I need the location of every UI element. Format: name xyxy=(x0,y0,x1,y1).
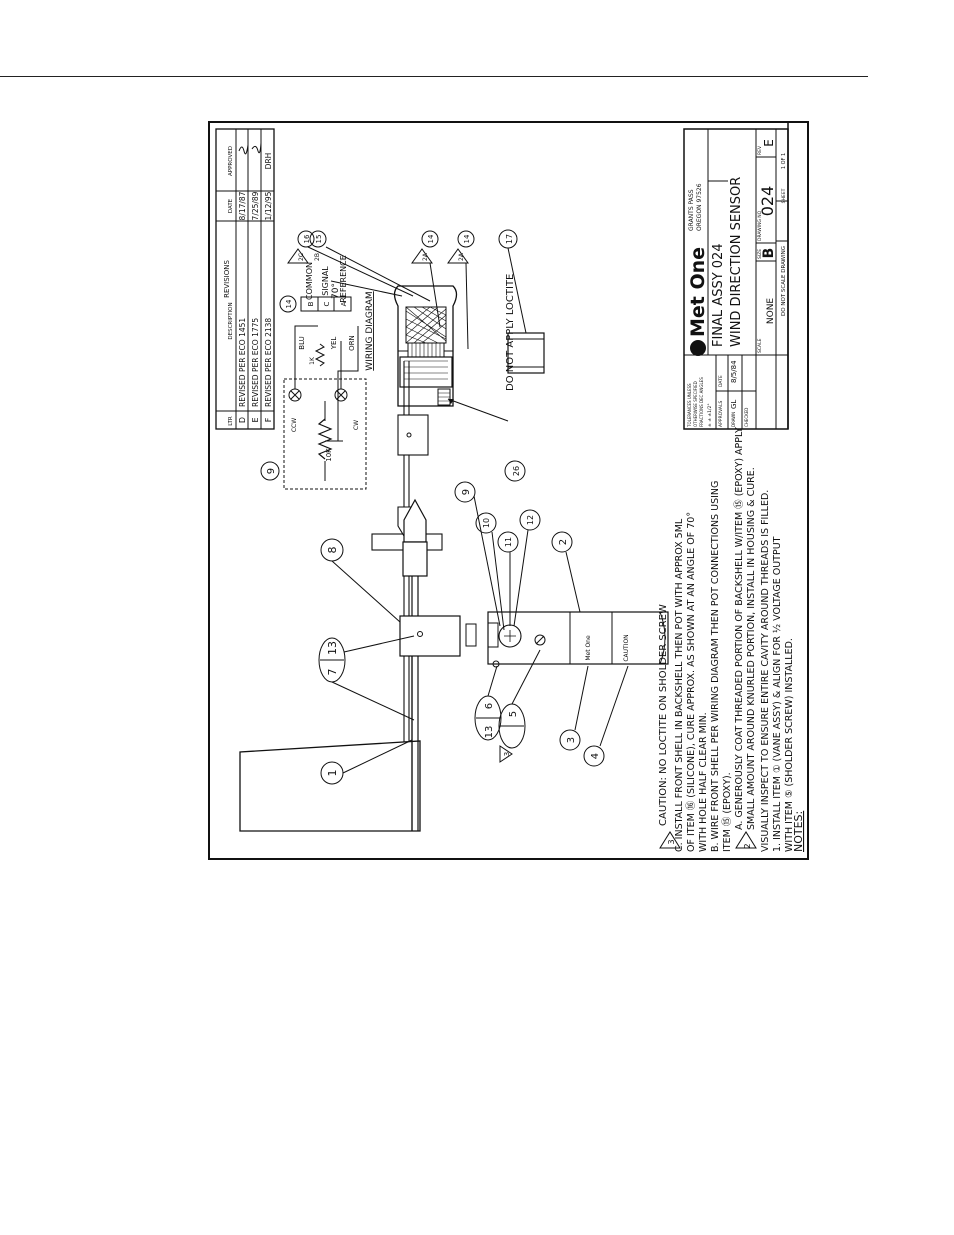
pin-b: B xyxy=(307,301,315,306)
page-top-rule xyxy=(0,76,868,77)
note-item-26: 26 xyxy=(512,466,521,476)
signature-1 xyxy=(238,144,249,155)
tolerance-2: OTHERWISE SPECIFIED xyxy=(693,381,698,427)
connector-item: 14 xyxy=(285,299,293,308)
detail-callout-17: 17 xyxy=(505,234,514,244)
drawing-no-label: DRAWING NO xyxy=(757,210,763,241)
pin-c: C xyxy=(323,301,331,306)
rev-row-f-ltr: F xyxy=(264,417,273,422)
rev-row-d-ltr: D xyxy=(238,417,247,423)
detail-callout-15: 15 xyxy=(315,235,323,244)
date-label: DATE xyxy=(718,375,724,387)
do-not-scale: DO NOT SCALE DRAWING xyxy=(781,246,787,316)
rev-row-e-date: 7/25/89 xyxy=(251,191,260,220)
revisions-header: REVISIONS xyxy=(223,260,231,298)
detail-flag-2c: 2C xyxy=(298,253,305,261)
met-one-logo-icon xyxy=(690,340,706,356)
function-signal: SIGNAL xyxy=(321,266,330,296)
tolerance-3: FRACTIONS DEC ANGLES xyxy=(699,377,704,427)
detail-callout-14b: 14 xyxy=(463,234,471,243)
scale-value: NONE xyxy=(766,298,776,325)
approvals-label: APPROVALS xyxy=(718,401,724,427)
detail-note: DO NOT APPLY LOCTITE xyxy=(505,274,516,391)
rev-row-e-ltr: E xyxy=(251,417,260,422)
rev-row-f-desc: REVISED PER ECO 2138 xyxy=(264,318,273,407)
drawn-date: 8/5/84 xyxy=(730,360,738,383)
title-line1: FINAL ASSY 024 xyxy=(711,243,726,347)
pot-resistance: 10K xyxy=(325,448,333,462)
drawing-svg: REVISIONS LTR DESCRIPTION DATE APPROVED … xyxy=(208,121,809,860)
detail-flag-2a-1: 2A xyxy=(422,252,429,261)
rev-row-d-desc: REVISED PER ECO 1451 xyxy=(238,318,247,407)
detail-flag-2a-2: 2A xyxy=(458,252,465,261)
drawn-by: GL xyxy=(730,400,738,409)
tolerance-1: TOLERANCES UNLESS xyxy=(687,383,692,428)
sheet-value: 1 OF 1 xyxy=(781,153,787,169)
company-name: Met One xyxy=(687,247,709,337)
engineering-drawing-sheet: REVISIONS LTR DESCRIPTION DATE APPROVED … xyxy=(208,121,810,861)
function-reference: REFERENCE xyxy=(339,255,348,303)
sheet-label: SHEET xyxy=(781,188,787,203)
pot-resistor xyxy=(317,418,333,460)
size-value: B xyxy=(761,248,777,259)
function-common: COMMON xyxy=(305,262,314,300)
connector-14 xyxy=(300,296,352,312)
pot-cw-label: CW xyxy=(353,420,360,430)
detail-callout-14a: 14 xyxy=(427,234,435,243)
detail-callout-16: 16 xyxy=(303,234,311,243)
tolerance-4: ± ± ±1/2° xyxy=(707,403,713,427)
rev-row-f-approved: DRH xyxy=(264,153,273,170)
rev-row-e-desc: REVISED PER ECO 1775 xyxy=(251,318,260,407)
rev-col-approved: APPROVED xyxy=(228,146,234,176)
rev-label: REV xyxy=(757,145,763,155)
revisions-block: REVISIONS LTR DESCRIPTION DATE APPROVED … xyxy=(215,128,275,430)
pot-dashed-box xyxy=(283,378,367,490)
pin-a: A xyxy=(340,301,348,306)
signature-2 xyxy=(251,142,262,154)
drawing-no-value: 024 xyxy=(758,186,777,217)
address-line2: OREGON 97526 xyxy=(696,183,703,231)
rev-row-d-date: 8/17/87 xyxy=(238,191,247,220)
rev-value: E xyxy=(762,139,776,147)
rev-col-ltr: LTR xyxy=(228,416,234,426)
wire-yel: YEL xyxy=(330,337,338,351)
wiring-item-number: 9 xyxy=(266,468,277,474)
title-line2: WIND DIRECTION SENSOR xyxy=(729,177,744,347)
resistor-1k: 1K xyxy=(309,356,316,365)
pot-ccw-label: CCW xyxy=(291,418,298,432)
drawn-label: DRAWN xyxy=(731,412,736,427)
rev-row-f-date: 1/12/95 xyxy=(264,191,273,220)
address-line1: GRANTS PASS xyxy=(688,189,695,231)
sheet-border xyxy=(208,121,809,860)
checked-label: CHECKED xyxy=(744,408,749,427)
wiring-diagram: 9 10K CCW CW 1K BLU YEL ORN B C A 14 xyxy=(260,255,375,490)
detail-angle: 70° xyxy=(331,283,341,299)
title-block: Met One GRANTS PASS OREGON 97526 FINAL A… xyxy=(683,128,789,430)
wiring-item-bubble xyxy=(260,461,280,481)
item-17-part xyxy=(507,332,545,374)
wiring-title: WIRING DIAGRAM xyxy=(365,291,375,370)
rev-col-desc: DESCRIPTION xyxy=(228,302,234,339)
size-label: SIZE xyxy=(757,249,763,259)
wire-blu: BLU xyxy=(298,336,306,349)
detail-flag-2b: 2B xyxy=(314,253,321,261)
wire-orn: ORN xyxy=(348,335,356,351)
rev-col-date: DATE xyxy=(228,198,234,213)
scale-label: SCALE xyxy=(757,338,763,353)
